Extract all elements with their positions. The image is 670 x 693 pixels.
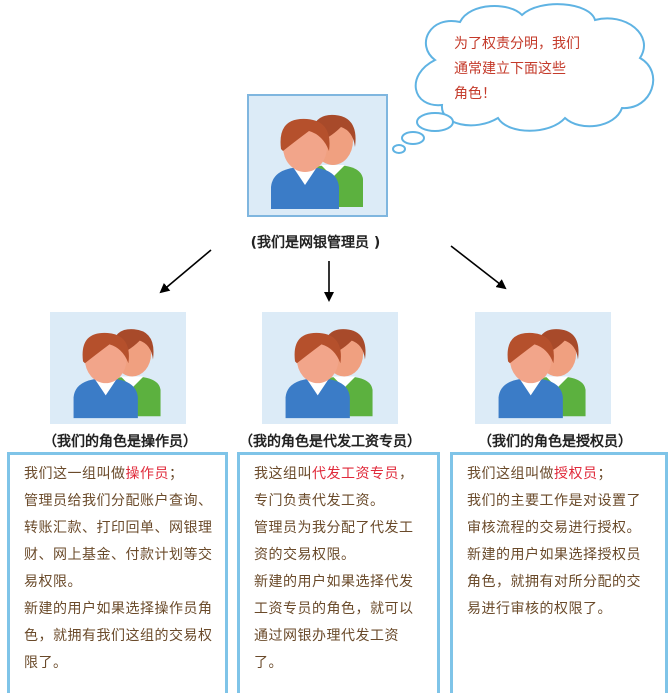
payroll-description: 我这组叫代发工资专员，专门负责代发工资。 管理员为我分配了代发工资的交易权限。 …: [237, 452, 440, 693]
people-icon: [270, 114, 363, 209]
desc-paragraph: 新建的用户如果选择授权员角色，就拥有对所分配的交易进行审核的权限了。: [467, 547, 641, 617]
authorizer-description: 我们这组叫做授权员； 我们的主要工作是对设置了审核流程的交易进行授权。 新建的用…: [450, 452, 668, 693]
desc-paragraph: 我们这一组叫做操作员；: [24, 461, 215, 488]
bubble-line: 为了权责分明，我们: [454, 36, 580, 52]
desc-text: 我们这一组叫做: [24, 466, 126, 482]
desc-paragraph: 我们这组叫做授权员；: [467, 461, 655, 488]
admin-caption: (我们是网银管理员 ): [250, 235, 381, 251]
role-name-highlight: 操作员: [125, 466, 169, 482]
desc-paragraph: 管理员给我们分配账户查询、转账汇款、打印回单、网银理财、网上基金、付款计划等交易…: [24, 493, 213, 590]
role-name-highlight: 授权员: [554, 466, 598, 482]
operator-caption: （我们的角色是操作员）: [43, 434, 197, 450]
desc-paragraph: 我们的主要工作是对设置了审核流程的交易进行授权。: [467, 493, 641, 536]
payroll-avatar: [262, 312, 398, 424]
desc-paragraph: 新建的用户如果选择代发工资专员的角色，就可以通过网银办理代发工资了。: [254, 574, 414, 671]
bubble-line: 通常建立下面这些: [454, 61, 566, 77]
desc-paragraph: 管理员为我分配了代发工资的交易权限。: [254, 520, 414, 563]
bubble-line: 角色！: [454, 86, 496, 102]
desc-paragraph: 新建的用户如果选择操作员角色，就拥有我们这组的交易权限了。: [24, 601, 213, 671]
payroll-caption: （我的角色是代发工资专员）: [239, 434, 421, 450]
desc-paragraph: 我这组叫代发工资专员，专门负责代发工资。: [254, 461, 427, 515]
authorizer-caption: （我们的角色是授权员）: [478, 434, 632, 450]
desc-text: ；: [597, 466, 612, 482]
admin-avatar: [247, 94, 388, 217]
people-icon: [285, 329, 373, 419]
people-icon: [73, 329, 161, 419]
desc-text: 我这组叫: [254, 466, 312, 482]
role-name-highlight: 代发工资专员: [312, 466, 399, 482]
authorizer-avatar: [475, 312, 611, 424]
operator-avatar: [50, 312, 186, 424]
thought-bubble-icon: [392, 3, 655, 154]
desc-text: ，专门负责代发工资。: [254, 466, 414, 509]
operator-description: 我们这一组叫做操作员； 管理员给我们分配账户查询、转账汇款、打印回单、网银理财、…: [7, 452, 228, 693]
arrow-icon: [159, 245, 507, 302]
desc-text: 我们这组叫做: [467, 466, 554, 482]
people-icon: [498, 329, 586, 419]
thought-bubble-text: 为了权责分明，我们 通常建立下面这些 角色！: [454, 32, 604, 107]
desc-text: ；: [169, 466, 184, 482]
